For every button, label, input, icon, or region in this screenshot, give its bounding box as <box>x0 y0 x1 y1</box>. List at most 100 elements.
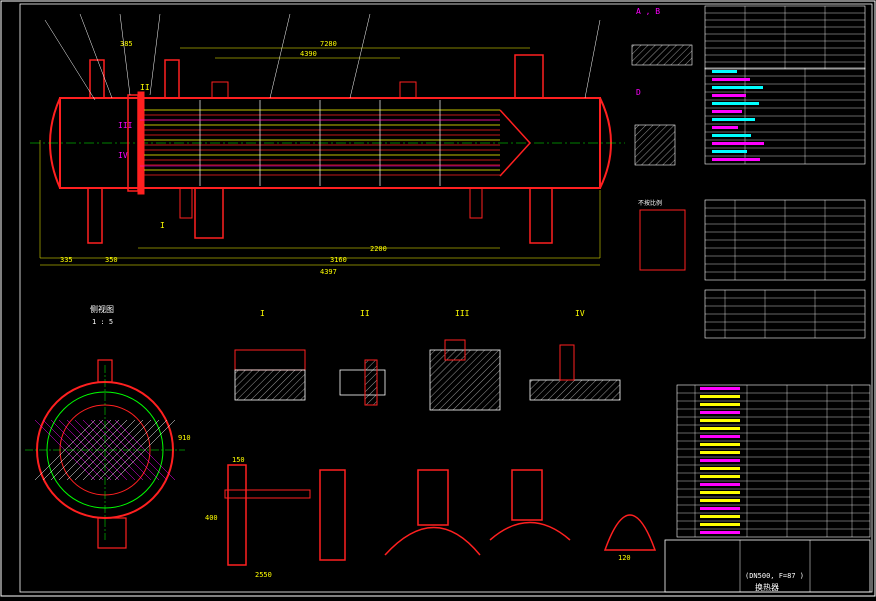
title-name: 换热器 <box>755 582 779 592</box>
dim-335: 335 <box>60 256 73 264</box>
side-nozzle-top <box>97 359 113 383</box>
table-text-mark <box>712 150 747 153</box>
nozzle-bottom-right <box>529 187 553 244</box>
table-text-mark <box>700 419 740 422</box>
nozzle-detail-2-pipe <box>511 469 543 521</box>
label-ii: II <box>140 83 150 92</box>
shell-body <box>59 97 601 189</box>
table-text-mark <box>700 459 740 462</box>
table-text-mark <box>700 507 740 510</box>
table-text-mark <box>700 523 740 526</box>
label-i: I <box>160 221 165 230</box>
table-text-mark <box>712 158 760 161</box>
side-view-title: 侧视图 <box>90 304 114 314</box>
title-model: (DN500, F=87 ) <box>745 572 804 580</box>
dim-150: 150 <box>232 456 245 464</box>
detail-note: 不按比例 <box>638 199 662 207</box>
main-elevation-view: 4397 3160 2200 7280 4390 350 335 385 III… <box>30 13 625 276</box>
dim-overall: 4397 <box>320 268 337 276</box>
saddle-section-flange <box>224 489 311 499</box>
inner-frame <box>19 3 873 593</box>
nozzle-top-left-2 <box>164 59 180 99</box>
detail-iii-label: III <box>455 309 470 318</box>
detail-views-row1: I II III IV <box>234 309 621 411</box>
nozzle-detail-shell <box>384 526 481 556</box>
label-iii: III <box>118 121 133 130</box>
table-text-mark <box>712 118 755 121</box>
detail-d-title: D <box>636 88 641 97</box>
table-text-mark <box>700 395 740 398</box>
label-iv: IV <box>118 151 128 160</box>
saddle-section-web <box>227 464 247 566</box>
detail-i-flange <box>234 349 306 371</box>
nozzle-bottom-left <box>87 187 103 244</box>
table-text-mark <box>700 467 740 470</box>
table-text-mark <box>700 387 740 390</box>
flange-left <box>137 91 145 195</box>
table-text-mark <box>700 427 740 430</box>
table-text-mark <box>712 102 759 105</box>
table-text-mark <box>700 443 740 446</box>
detail-iii-bolt <box>444 339 466 361</box>
dim-tube-length: 2200 <box>370 245 387 253</box>
table-text-mark <box>700 499 740 502</box>
dim-shell: 3160 <box>330 256 347 264</box>
saddle-left <box>179 187 193 219</box>
table-text-mark <box>700 435 740 438</box>
dim-910: 910 <box>178 434 191 442</box>
table-text-mark <box>700 451 740 454</box>
detail-i-label: I <box>260 309 265 318</box>
detail-ab-title: A , B <box>636 7 660 16</box>
nozzle-bottom-left-2 <box>194 187 224 239</box>
detail-d-body <box>634 124 676 166</box>
table-text-mark <box>700 531 740 534</box>
detail-ii-body <box>339 369 386 396</box>
table-text-mark <box>712 86 763 89</box>
leader-lines <box>44 13 601 101</box>
dimension-lines <box>39 47 601 266</box>
tube-bundle <box>144 109 500 176</box>
dim-2550: 2550 <box>255 571 272 579</box>
detail-i-body <box>234 369 306 401</box>
side-nozzle-bottom <box>97 517 127 549</box>
table-text-mark <box>712 78 750 81</box>
dim-385: 385 <box>120 40 133 48</box>
nozzle-detail-2-shell <box>489 521 571 541</box>
side-view-scale: 1 : 5 <box>92 318 113 326</box>
detail-iv-label: IV <box>575 309 585 318</box>
dim-400: 400 <box>205 514 218 522</box>
table-text-mark <box>712 70 737 73</box>
dim-mid: 4390 <box>300 50 317 58</box>
detail-ii-label: II <box>360 309 370 318</box>
floating-head <box>499 109 532 177</box>
title-block: (DN500, F=87 ) 换热器 <box>664 539 871 593</box>
table-text-mark <box>712 110 742 113</box>
table-text-mark <box>712 126 738 129</box>
dim-lead: 350 <box>105 256 118 264</box>
side-view: 侧视图 1 : 5 910 <box>25 304 191 549</box>
right-details: A , B D 不按比例 <box>631 7 693 271</box>
saddle-right <box>469 187 483 219</box>
nozzle-top-right <box>514 54 544 99</box>
detail-weld <box>639 209 686 271</box>
baffles <box>199 100 441 186</box>
specification-tables <box>676 5 871 538</box>
detail-iv-body <box>529 379 621 401</box>
saddle-side <box>319 469 346 561</box>
detail-ab-body <box>631 44 693 66</box>
table-text-mark <box>700 483 740 486</box>
lifting-lug-1 <box>211 81 229 99</box>
table-text-mark <box>700 403 740 406</box>
dim-nozzle-span: 7280 <box>320 40 337 48</box>
nozzle-top-left <box>89 59 105 99</box>
lifting-lug-2 <box>399 81 417 99</box>
table-text-mark <box>712 94 746 97</box>
detail-iv-tube <box>559 344 575 381</box>
table-text-mark <box>700 491 740 494</box>
nozzle-detail-pipe <box>417 469 449 526</box>
table-text-mark <box>700 411 740 414</box>
dim-120: 120 <box>618 554 631 562</box>
